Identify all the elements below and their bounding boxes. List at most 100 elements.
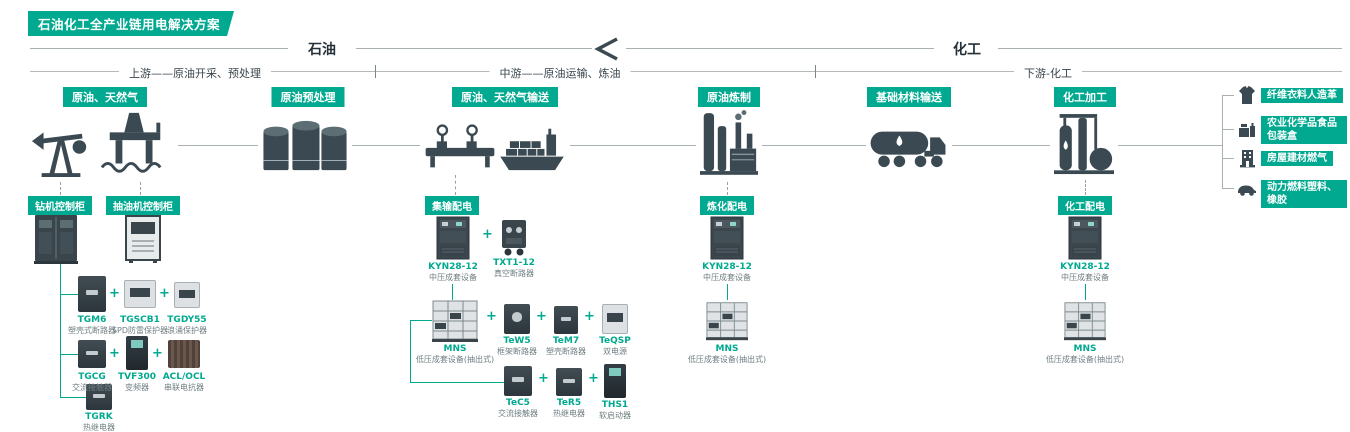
bracket-stub [1222, 95, 1234, 96]
plus-sign: + [159, 286, 170, 301]
device-name: TVF300 [117, 372, 157, 382]
device-tem7 [554, 306, 578, 334]
band-oil-label: 石油 [308, 42, 336, 58]
vacuum-breaker [502, 220, 526, 256]
device-name: TGM6 [77, 315, 107, 325]
chip-chemical-panel: 化工配电 [1058, 196, 1112, 215]
device-label: KYN28-12 中压成套设备 [428, 262, 478, 283]
tree-trunk [410, 320, 411, 382]
device-label: TeQSP 双电源 [599, 336, 631, 357]
device-tgrk [86, 384, 112, 410]
device-label: TGSCB1 SPD防雷保护器 [112, 315, 168, 336]
device-label: MNS 低压成套设备(抽出式) [688, 344, 766, 365]
device-name: TeW5 [503, 336, 531, 346]
drop-line [727, 182, 728, 195]
tree-trunk [60, 264, 61, 397]
chip-refining: 原油炼制 [698, 87, 760, 107]
chip-transport: 原油、天然气输送 [452, 87, 558, 107]
device-name: TXT1-12 [493, 258, 535, 268]
plus-sign: + [152, 346, 163, 361]
device-desc: 热继电器 [83, 423, 115, 432]
device-desc: 低压成套设备(抽出式) [687, 355, 767, 365]
device-tgcg [78, 340, 106, 368]
device-name: TeM7 [552, 336, 580, 346]
device-desc: 热继电器 [553, 409, 585, 419]
flow-chevron-icon [594, 37, 618, 61]
plus-sign: + [584, 309, 595, 324]
device-label: TGRK 热继电器 [83, 412, 115, 432]
bracket-line [1222, 95, 1223, 188]
mns-lv-cabinet [706, 302, 748, 341]
device-desc: 塑壳式断路器 [68, 326, 116, 336]
chain-connector [352, 145, 420, 146]
chip-processing: 化工加工 [1054, 87, 1116, 107]
refinery-icon [700, 110, 758, 175]
band-line [626, 48, 934, 49]
tree-trunk [452, 284, 453, 300]
plus-sign: + [588, 371, 599, 386]
device-label: THS1 软启动器 [599, 400, 631, 421]
storage-tanks-icon [263, 120, 347, 171]
tanker-truck-icon [870, 131, 946, 168]
device-desc: 变频器 [124, 383, 149, 393]
chip-fiber: 纤维衣料人造革 [1261, 88, 1343, 103]
mns-lv-cabinet [1064, 302, 1106, 341]
device-label: TXT1-12 真空断路器 [493, 258, 535, 279]
chip-gathering-panel: 集输配电 [425, 196, 479, 215]
chip-materials: 基础材料输送 [867, 87, 951, 107]
device-name: TeR5 [556, 398, 582, 408]
drop-line [455, 175, 456, 195]
band-line [356, 48, 592, 49]
cargo-ship-icon [500, 128, 564, 171]
pipeline-valves-icon [425, 124, 495, 168]
device-name: TGCG [78, 372, 106, 382]
device-acl-ocl [168, 340, 200, 368]
plus-sign: + [536, 309, 547, 324]
device-tec5 [504, 366, 532, 396]
bracket-stub [1222, 158, 1234, 159]
drill-control-cabinet [34, 215, 78, 264]
device-desc: 软启动器 [599, 411, 631, 421]
device-name: MNS [443, 344, 467, 354]
device-tgm6 [78, 276, 106, 312]
kyn28-switchgear [1068, 216, 1102, 260]
device-label: KYN28-12 中压成套设备 [702, 262, 752, 283]
chip-drill-panel: 钻机控制柜 [28, 196, 92, 215]
device-label: TGCG 交流接触器 [72, 372, 112, 393]
chain-connector [762, 145, 866, 146]
device-label: ACL/OCL 串联电抗器 [163, 372, 206, 393]
device-label: TeC5 交流接触器 [498, 398, 538, 419]
device-name: ACL/OCL [162, 372, 206, 382]
device-desc: SPD防雷保护器 [111, 326, 169, 336]
device-name: TGDY55 [167, 315, 207, 325]
device-ths1 [604, 364, 626, 398]
stage-midstream: 中游——原油运输、炼油 [489, 65, 631, 81]
tree-branch [410, 320, 432, 321]
device-tvf300 [126, 336, 148, 370]
stage-divider [815, 65, 816, 78]
device-name: KYN28-12 [428, 262, 478, 272]
chemical-plant-icon [1054, 114, 1114, 175]
device-label: TGM6 塑壳式断路器 [68, 315, 116, 336]
device-desc: 交流接触器 [498, 409, 538, 419]
building-icon [1240, 150, 1255, 168]
car-icon [1238, 185, 1256, 196]
mns-lv-cabinet [432, 300, 478, 342]
device-desc: 塑壳断路器 [546, 347, 586, 357]
plus-sign: + [538, 371, 549, 386]
chain-connector [570, 145, 696, 146]
chain-connector [1118, 145, 1222, 146]
stage-divider [375, 65, 376, 78]
offshore-platform-icon [100, 112, 162, 173]
device-label: KYN28-12 中压成套设备 [1060, 262, 1110, 283]
pumpjack-icon [31, 132, 87, 177]
device-name: TeQSP [599, 336, 631, 346]
device-tgdy55 [174, 282, 200, 308]
device-name: KYN28-12 [1060, 262, 1110, 272]
chain-connector [952, 145, 1050, 146]
device-label: MNS 低压成套设备(抽出式) [416, 344, 494, 365]
device-name: TGRK [85, 412, 113, 422]
device-tew5 [504, 304, 530, 334]
stage-line [30, 71, 1342, 72]
